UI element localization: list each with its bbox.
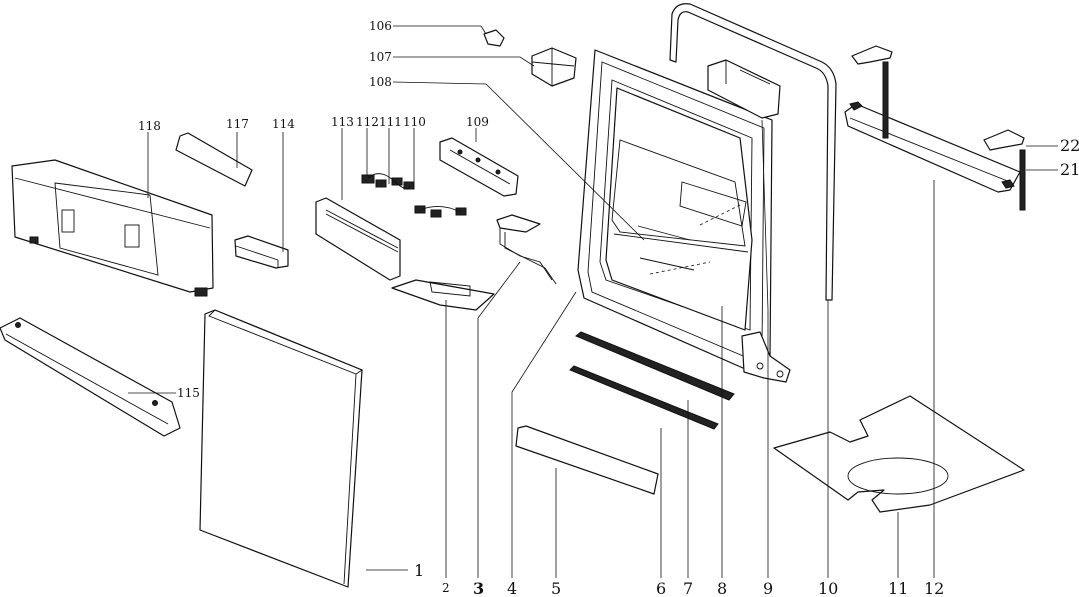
part-6-bottom-seal bbox=[569, 365, 719, 430]
callout-9: 9 bbox=[763, 579, 773, 597]
part-115-front-trim bbox=[0, 317, 181, 437]
part-9-hinge-bracket bbox=[741, 331, 791, 383]
part-114-bracket bbox=[234, 235, 289, 269]
callout-107: 107 bbox=[369, 50, 392, 64]
callout-5: 5 bbox=[551, 579, 561, 597]
callout-11: 11 bbox=[888, 579, 908, 597]
part-11-bottom-insulation-sheet bbox=[773, 395, 1025, 513]
callout-4: 4 bbox=[507, 579, 517, 597]
part-106-connector bbox=[483, 29, 505, 47]
callout-labels: 106 107 108 109 110 111 112 113 114 117 … bbox=[138, 19, 1079, 597]
callout-115: 115 bbox=[177, 386, 200, 400]
part-21-spring bbox=[882, 61, 1026, 211]
callout-111: 111 bbox=[379, 115, 402, 129]
callout-108: 108 bbox=[369, 75, 392, 89]
part-1-outer-door-panel bbox=[199, 309, 363, 588]
part-10-door-gasket bbox=[669, 3, 837, 301]
callout-117: 117 bbox=[226, 117, 249, 131]
callout-113: 113 bbox=[331, 115, 354, 129]
callout-3: 3 bbox=[473, 579, 484, 597]
callout-7: 7 bbox=[683, 579, 693, 597]
callout-12: 12 bbox=[924, 579, 944, 597]
callout-2: 2 bbox=[442, 581, 450, 595]
callout-118: 118 bbox=[138, 119, 161, 133]
part-8-inner-door-liner bbox=[605, 87, 753, 331]
part-118-control-panel-housing bbox=[11, 159, 214, 297]
callout-109: 109 bbox=[466, 115, 489, 129]
callout-8: 8 bbox=[717, 579, 727, 597]
callout-110: 110 bbox=[403, 115, 426, 129]
callout-6: 6 bbox=[656, 579, 666, 597]
part-107-relay bbox=[531, 47, 577, 87]
callout-10: 10 bbox=[818, 579, 838, 597]
callout-106: 106 bbox=[369, 19, 392, 33]
callout-22: 22 bbox=[1060, 136, 1079, 155]
callout-21: 21 bbox=[1060, 160, 1079, 179]
part-112-111-110-switches bbox=[361, 173, 467, 218]
callout-1: 1 bbox=[414, 561, 424, 580]
part-117-label-strip bbox=[175, 132, 253, 187]
part-12-top-support-rail bbox=[844, 101, 1021, 193]
part-109-circuit-board bbox=[439, 137, 519, 197]
part-5-bottom-panel bbox=[515, 425, 659, 495]
part-22-spring-clip bbox=[851, 45, 1025, 151]
leader-lines bbox=[128, 25, 1058, 578]
part-2-lower-bracket bbox=[391, 279, 495, 311]
part-7-seal-strip bbox=[575, 331, 735, 401]
callout-112: 112 bbox=[356, 115, 379, 129]
callout-114: 114 bbox=[272, 117, 295, 131]
part-3-wire-harness bbox=[496, 214, 557, 285]
part-dispenser-module bbox=[707, 59, 781, 119]
part-113-control-board bbox=[315, 197, 401, 281]
